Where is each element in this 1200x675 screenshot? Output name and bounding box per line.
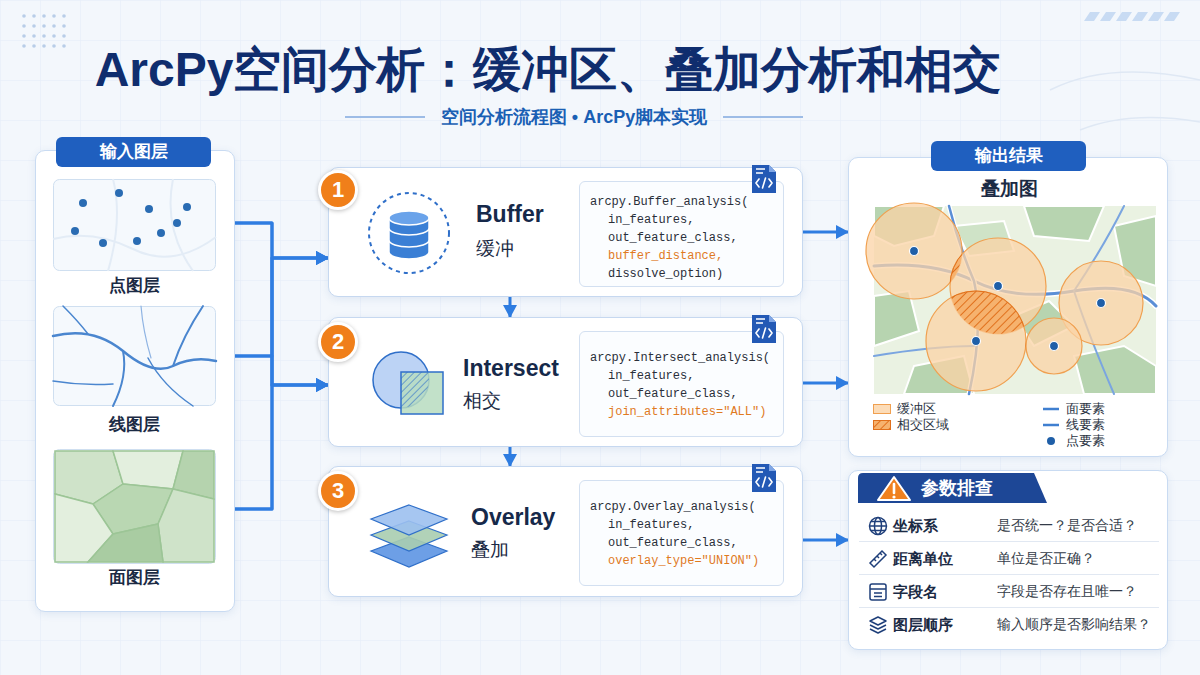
ruler-icon: [867, 548, 889, 570]
code-line: arcpy.Buffer_analysis(: [590, 194, 779, 210]
check-item: 字段名: [893, 582, 993, 602]
code-file-icon: [751, 314, 777, 344]
code-line: buffer_distance,: [608, 248, 779, 264]
layers-icon: [867, 614, 889, 636]
legend-label: 线要素: [1066, 417, 1105, 434]
code-line: arcpy.Intersect_analysis(: [590, 350, 779, 366]
legend-sample: [1042, 435, 1060, 447]
check-row: 距离单位单位是否正确？: [859, 542, 1159, 575]
flow-arrow: [803, 231, 848, 234]
field-icon: [867, 581, 889, 603]
step-subtitle: 相交: [463, 388, 563, 414]
globe-icon: [867, 515, 889, 537]
check-question: 字段是否存在且唯一？: [997, 582, 1157, 602]
panel-heading: 参数排查: [921, 475, 1031, 501]
check-row: 图层顺序输入顺序是否影响结果？: [859, 608, 1159, 641]
panel-heading: 输入图层: [56, 137, 211, 167]
legend-sample: [1042, 419, 1060, 431]
legend-label: 缓冲区: [897, 401, 936, 418]
check-item: 距离单位: [893, 549, 993, 569]
code-line: join_attributes="ALL"): [608, 404, 779, 420]
legend-label: 点要素: [1066, 433, 1105, 450]
overlay-icon: [359, 485, 459, 585]
page-title: ArcPy空间分析：缓冲区、叠加分析和相交: [0, 40, 1096, 100]
legend-swatch: [873, 404, 891, 414]
legend-item: 线要素: [1042, 417, 1105, 433]
node-label: 面图层: [53, 566, 216, 590]
check-row: 坐标系是否统一？是否合适？: [859, 509, 1159, 542]
overlay-map: [874, 206, 1156, 394]
code-box: arcpy.Buffer_analysis( in_features, out_fe…: [579, 181, 784, 287]
check-item: 图层顺序: [893, 615, 993, 635]
node-label: 点图层: [53, 274, 216, 298]
code-line: out_feature_class,: [608, 386, 779, 402]
process-box: arcpy.Overlay_analysis( in_features, out_f…: [328, 466, 803, 597]
code-line: dissolve_option): [608, 266, 779, 282]
node-label: 叠加图: [849, 176, 1169, 202]
step-subtitle: 叠加: [471, 537, 571, 563]
code-line: arcpy.Overlay_analysis(: [590, 499, 779, 515]
code-line: out_feature_class,: [608, 230, 779, 246]
process-box: arcpy.Buffer_analysis( in_features, out_fe…: [328, 167, 803, 297]
check-question: 输入顺序是否影响结果？: [997, 615, 1157, 635]
flow-arrow: [803, 539, 848, 542]
code-file-icon: [751, 164, 777, 194]
check-question: 单位是否正确？: [997, 549, 1157, 569]
flow-arrow: [509, 447, 512, 466]
code-line: overlay_type="UNION"): [608, 553, 779, 569]
step-title: Buffer: [476, 198, 594, 230]
step-subtitle: 缓冲: [476, 236, 576, 262]
code-line: out_feature_class,: [608, 535, 779, 551]
code-line: in_features,: [608, 517, 779, 533]
check-row: 字段名字段是否存在且唯一？: [859, 575, 1159, 608]
legend-item: 相交区域: [873, 417, 949, 433]
check-question: 是否统一？是否合适？: [997, 516, 1157, 536]
layer-card: 面图层: [53, 449, 216, 593]
node-label: 线图层: [53, 413, 216, 437]
line-layer-thumbnail: [53, 306, 216, 406]
legend-label: 面要素: [1066, 401, 1105, 418]
callout-number: 2: [318, 322, 358, 362]
legend-sample: [873, 419, 891, 431]
intersect-icon: [361, 340, 461, 430]
code-box: arcpy.Overlay_analysis( in_features, out_f…: [579, 480, 784, 586]
polygon-layer-thumbnail: [53, 449, 216, 564]
legend-item: 面要素: [1042, 401, 1105, 417]
legend-sample: [1042, 403, 1060, 415]
callout-number: 3: [318, 471, 358, 511]
legend-label: 相交区域: [897, 417, 949, 434]
page-subtitle: 空间分析流程图 • ArcPy脚本实现: [274, 104, 874, 130]
check-item: 坐标系: [893, 516, 993, 536]
step-title: Overlay: [471, 501, 589, 533]
panel-heading: 输出结果: [931, 141, 1086, 171]
flow-arrow: [803, 382, 848, 385]
layer-card: 点图层: [53, 179, 216, 301]
flow-arrow: [509, 297, 512, 317]
process-box: arcpy.Intersect_analysis( in_features,out…: [328, 317, 803, 447]
code-file-icon: [751, 463, 777, 493]
code-box: arcpy.Intersect_analysis( in_features,out…: [579, 331, 784, 437]
legend-item: 点要素: [1042, 433, 1105, 449]
buffer-icon: [359, 188, 459, 278]
step-title: Intersect: [463, 352, 581, 384]
legend-item: 缓冲区: [873, 401, 936, 417]
layer-card: 线图层: [53, 306, 216, 438]
check-panel: 坐标系是否统一？是否合适？ 距离单位单位是否正确？ 字段名字段是否存在且唯一？ …: [848, 470, 1168, 650]
point-layer-thumbnail: [53, 179, 216, 271]
input-panel: 点图层 线图层 面图层输入图层: [35, 150, 235, 612]
code-line: in_features,: [608, 368, 779, 384]
output-panel: 输出结果叠加图: [848, 157, 1168, 457]
code-line: in_features,: [608, 212, 779, 228]
callout-number: 1: [318, 170, 358, 210]
